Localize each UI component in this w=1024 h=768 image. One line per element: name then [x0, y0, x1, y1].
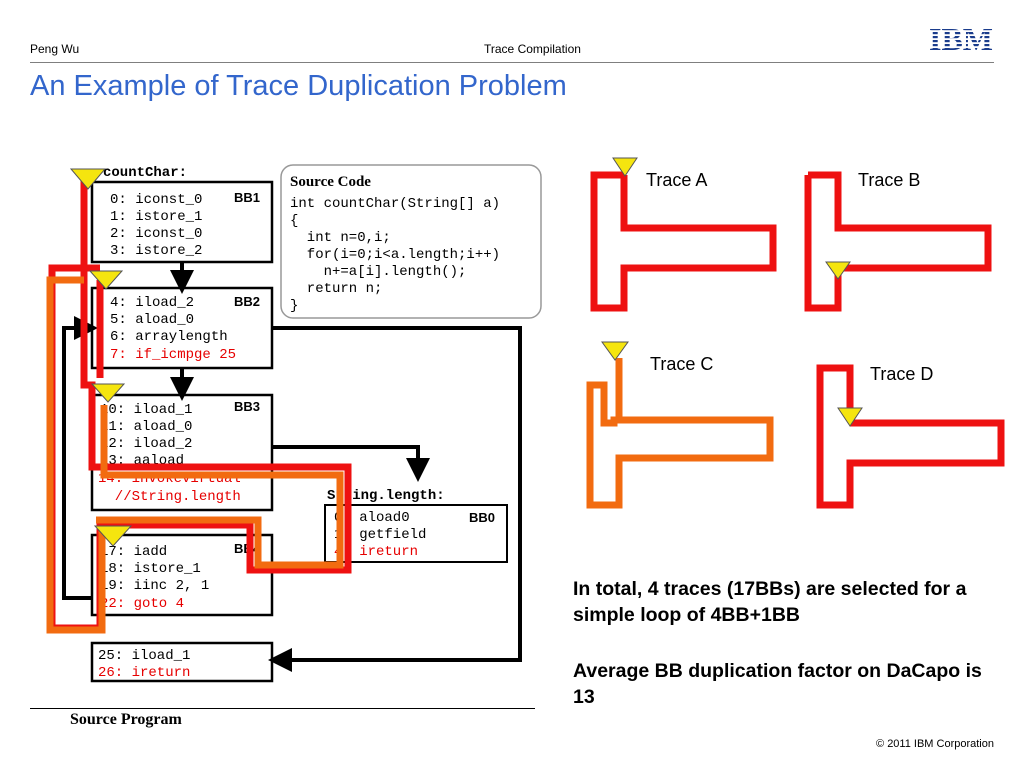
trace-marker-icon [90, 383, 126, 403]
presentation-topic: Trace Compilation [484, 42, 581, 56]
bb3-line-5: //String.length [98, 489, 241, 505]
edge-bb2-exit [268, 326, 522, 672]
control-flow-edges [62, 262, 522, 672]
trace-marker-icon [88, 270, 124, 290]
bb4-line-2: 19: iinc 2, 1 [100, 578, 209, 594]
trace-marker-icon [837, 407, 863, 427]
note-duplication-factor: Average BB duplication factor on DaCapo … [573, 660, 982, 708]
copyright-notice: © 2011 IBM Corporation [876, 738, 994, 750]
bb3-line-2: 12: iload_2 [100, 436, 192, 452]
bb4-line-3: 22: goto 4 [100, 596, 184, 612]
presenter-name: Peng Wu [30, 42, 80, 56]
source-line-6: } [290, 298, 298, 314]
source-line-2: int n=0,i; [290, 230, 391, 246]
trace-marker-icon [601, 341, 629, 361]
trace-marker-icon [93, 525, 133, 547]
basic-block-bb2: 4: iload_2 5: aload_0 6: arraylength 7: … [90, 286, 274, 370]
page-title: An Example of Trace Duplication Problem [30, 70, 567, 102]
trace-overlays [46, 180, 352, 634]
method-label: countChar: [103, 165, 187, 181]
bb0-line-0: 0: aload0 [334, 510, 410, 526]
source-line-4: n+=a[i].length(); [290, 264, 466, 280]
bb2-line-3: 7: if_icmpge 25 [110, 347, 236, 363]
source-code-box: Source Code int countChar(String[] a) { … [280, 164, 542, 319]
source-line-3: for(i=0;i<a.length;i++) [290, 247, 500, 263]
trace-start-markers [69, 168, 133, 547]
bb0-line-1: 1: getfield [334, 527, 426, 543]
source-line-0: int countChar(String[] a) [290, 196, 500, 212]
basic-block-bb4: 17: iadd 18: istore_1 19: iinc 2, 1 22: … [90, 533, 274, 617]
basic-block-bb3: 10: iload_1 11: aload_0 12: iload_2 13: … [90, 393, 274, 512]
source-code-title: Source Code [290, 174, 371, 190]
bb3-line-1: 11: aload_0 [100, 419, 192, 435]
exit-line-1: 26: ireturn [98, 665, 190, 681]
edge-bb4-loop-back [62, 316, 98, 600]
basic-block-bb0: 0: aload0 1: getfield 4: ireturn BB0 [324, 504, 508, 563]
source-line-5: return n; [290, 281, 382, 297]
bb2-line-0: 4: iload_2 [110, 295, 194, 311]
bb1-line-2: 2: iconst_0 [110, 226, 202, 242]
bb4-line-1: 18: istore_1 [100, 561, 201, 577]
trace-d-shape: Trace D [816, 364, 1005, 509]
edge-bb3-string-length [272, 445, 430, 482]
bb1-line-3: 3: istore_2 [110, 243, 202, 259]
note-total-traces: In total, 4 traces (17BBs) are selected … [573, 578, 967, 626]
trace-c-overlay [96, 405, 344, 569]
bb1-label: BB1 [234, 190, 260, 205]
bb0-label: BB0 [469, 510, 495, 525]
trace-marker-icon [612, 157, 638, 177]
trace-b-label: Trace B [858, 170, 920, 190]
bb1-line-1: 1: istore_1 [110, 209, 202, 225]
bb3-label: BB3 [234, 399, 260, 414]
trace-b-shape: Trace B [804, 170, 992, 312]
trace-c-shape: Trace C [586, 341, 774, 509]
source-line-1: { [290, 213, 298, 229]
trace-d-label: Trace D [870, 364, 933, 384]
bb2-label: BB2 [234, 294, 260, 309]
trace-a-label: Trace A [646, 170, 707, 190]
trace-marker-icon [69, 168, 107, 190]
exit-line-0: 25: iload_1 [98, 648, 190, 664]
bb3-line-0: 10: iload_1 [100, 402, 192, 418]
trace-marker-icon [825, 261, 851, 280]
ibm-logo: IBM [929, 24, 993, 54]
trace-c-label: Trace C [650, 354, 713, 374]
source-program-caption: Source Program [70, 711, 182, 728]
trace-d-overlay [46, 276, 106, 634]
bb0-line-2: 4: ireturn [334, 544, 418, 560]
header-rule [30, 62, 994, 63]
bb1-line-0: 0: iconst_0 [110, 192, 202, 208]
bb2-line-1: 5: aload_0 [110, 312, 194, 328]
string-length-label: String.length: [327, 488, 445, 504]
basic-block-bb1: 0: iconst_0 1: istore_1 2: iconst_0 3: i… [90, 180, 274, 264]
bb2-line-2: 6: arraylength [110, 329, 228, 345]
ibm-logo-text: IBM [929, 24, 993, 54]
bb4-line-0: 17: iadd [100, 544, 167, 560]
exit-block: 25: iload_1 26: ireturn [90, 641, 274, 683]
trace-a-shape: Trace A [590, 157, 777, 312]
footer-rule [30, 708, 535, 709]
